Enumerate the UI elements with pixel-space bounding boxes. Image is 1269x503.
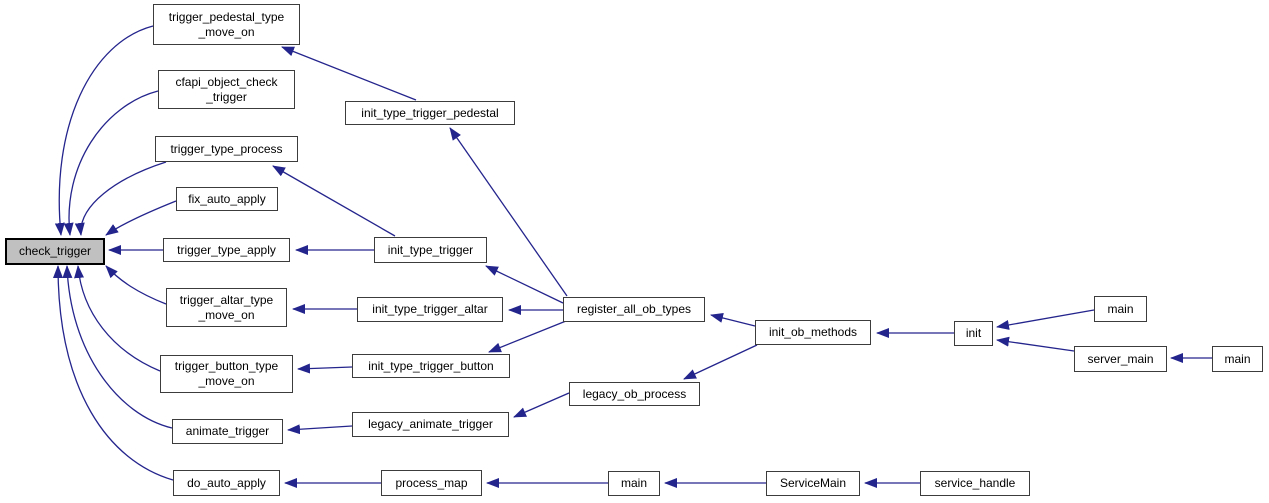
edge-register_all_ob_types-init_type_trigger_button xyxy=(488,320,567,353)
node-legacy_ob_process[interactable]: legacy_ob_process xyxy=(569,382,700,406)
node-do_auto_apply[interactable]: do_auto_apply xyxy=(173,470,280,496)
edge-init_type_trigger_button-trigger_button_type_move_on xyxy=(297,363,353,374)
node-trigger_pedestal_type_move_on[interactable]: trigger_pedestal_type _move_on xyxy=(153,4,300,45)
node-init[interactable]: init xyxy=(954,321,993,346)
edge-init_type_trigger-trigger_type_process xyxy=(272,165,396,237)
node-ServiceMain[interactable]: ServiceMain xyxy=(766,471,860,496)
node-register_all_ob_types[interactable]: register_all_ob_types xyxy=(563,297,705,322)
node-init_type_trigger[interactable]: init_type_trigger xyxy=(374,237,487,263)
edge-trigger_type_process-check_trigger xyxy=(74,161,167,236)
edge-init_type_trigger_pedestal-trigger_pedestal_type_move_on xyxy=(281,46,417,101)
node-cfapi_object_check_trigger[interactable]: cfapi_object_check _trigger xyxy=(158,70,295,109)
node-main-top[interactable]: main xyxy=(1094,296,1147,322)
node-init_type_trigger_button[interactable]: init_type_trigger_button xyxy=(352,354,510,378)
edge-animate_trigger-check_trigger xyxy=(62,265,173,429)
node-trigger_altar_type_move_on[interactable]: trigger_altar_type _move_on xyxy=(166,288,287,327)
edge-fix_auto_apply-check_trigger xyxy=(105,200,177,236)
edge-legacy_animate_trigger-animate_trigger xyxy=(287,424,353,435)
edge-do_auto_apply-check_trigger xyxy=(53,265,174,481)
edge-cfapi_object_check_trigger-check_trigger xyxy=(63,90,159,236)
node-server_main[interactable]: server_main xyxy=(1074,346,1167,372)
node-trigger_type_process[interactable]: trigger_type_process xyxy=(155,136,298,162)
edge-trigger_button_type_move_on-check_trigger xyxy=(74,265,161,372)
node-legacy_animate_trigger[interactable]: legacy_animate_trigger xyxy=(352,412,509,437)
edge-trigger_pedestal_type_move_on-check_trigger xyxy=(54,25,154,236)
node-init_type_trigger_altar[interactable]: init_type_trigger_altar xyxy=(357,297,503,322)
node-trigger_button_type_move_on[interactable]: trigger_button_type _move_on xyxy=(160,355,293,393)
edge-server_main-init xyxy=(996,336,1075,352)
edge-register_all_ob_types-init_type_trigger xyxy=(485,265,564,304)
edge-init_ob_methods-legacy_ob_process xyxy=(683,344,758,380)
node-check_trigger[interactable]: check_trigger xyxy=(5,238,105,265)
node-process_map[interactable]: process_map xyxy=(381,470,482,496)
node-fix_auto_apply[interactable]: fix_auto_apply xyxy=(176,187,278,211)
node-trigger_type_apply[interactable]: trigger_type_apply xyxy=(163,238,290,262)
node-init_ob_methods[interactable]: init_ob_methods xyxy=(755,320,871,345)
node-main-bottom[interactable]: main xyxy=(608,471,660,496)
node-animate_trigger[interactable]: animate_trigger xyxy=(172,419,283,444)
edge-main_top-init xyxy=(996,309,1095,330)
edge-trigger_altar_type_move_on-check_trigger xyxy=(105,265,167,305)
edge-register_all_ob_types-init_type_trigger_pedestal xyxy=(449,127,568,297)
node-service_handle[interactable]: service_handle xyxy=(920,471,1030,496)
edge-init_ob_methods-register_all_ob_types xyxy=(710,313,756,327)
edge-legacy_ob_process-legacy_animate_trigger xyxy=(513,392,570,418)
node-main-right[interactable]: main xyxy=(1212,346,1263,372)
node-init_type_trigger_pedestal[interactable]: init_type_trigger_pedestal xyxy=(345,101,515,125)
